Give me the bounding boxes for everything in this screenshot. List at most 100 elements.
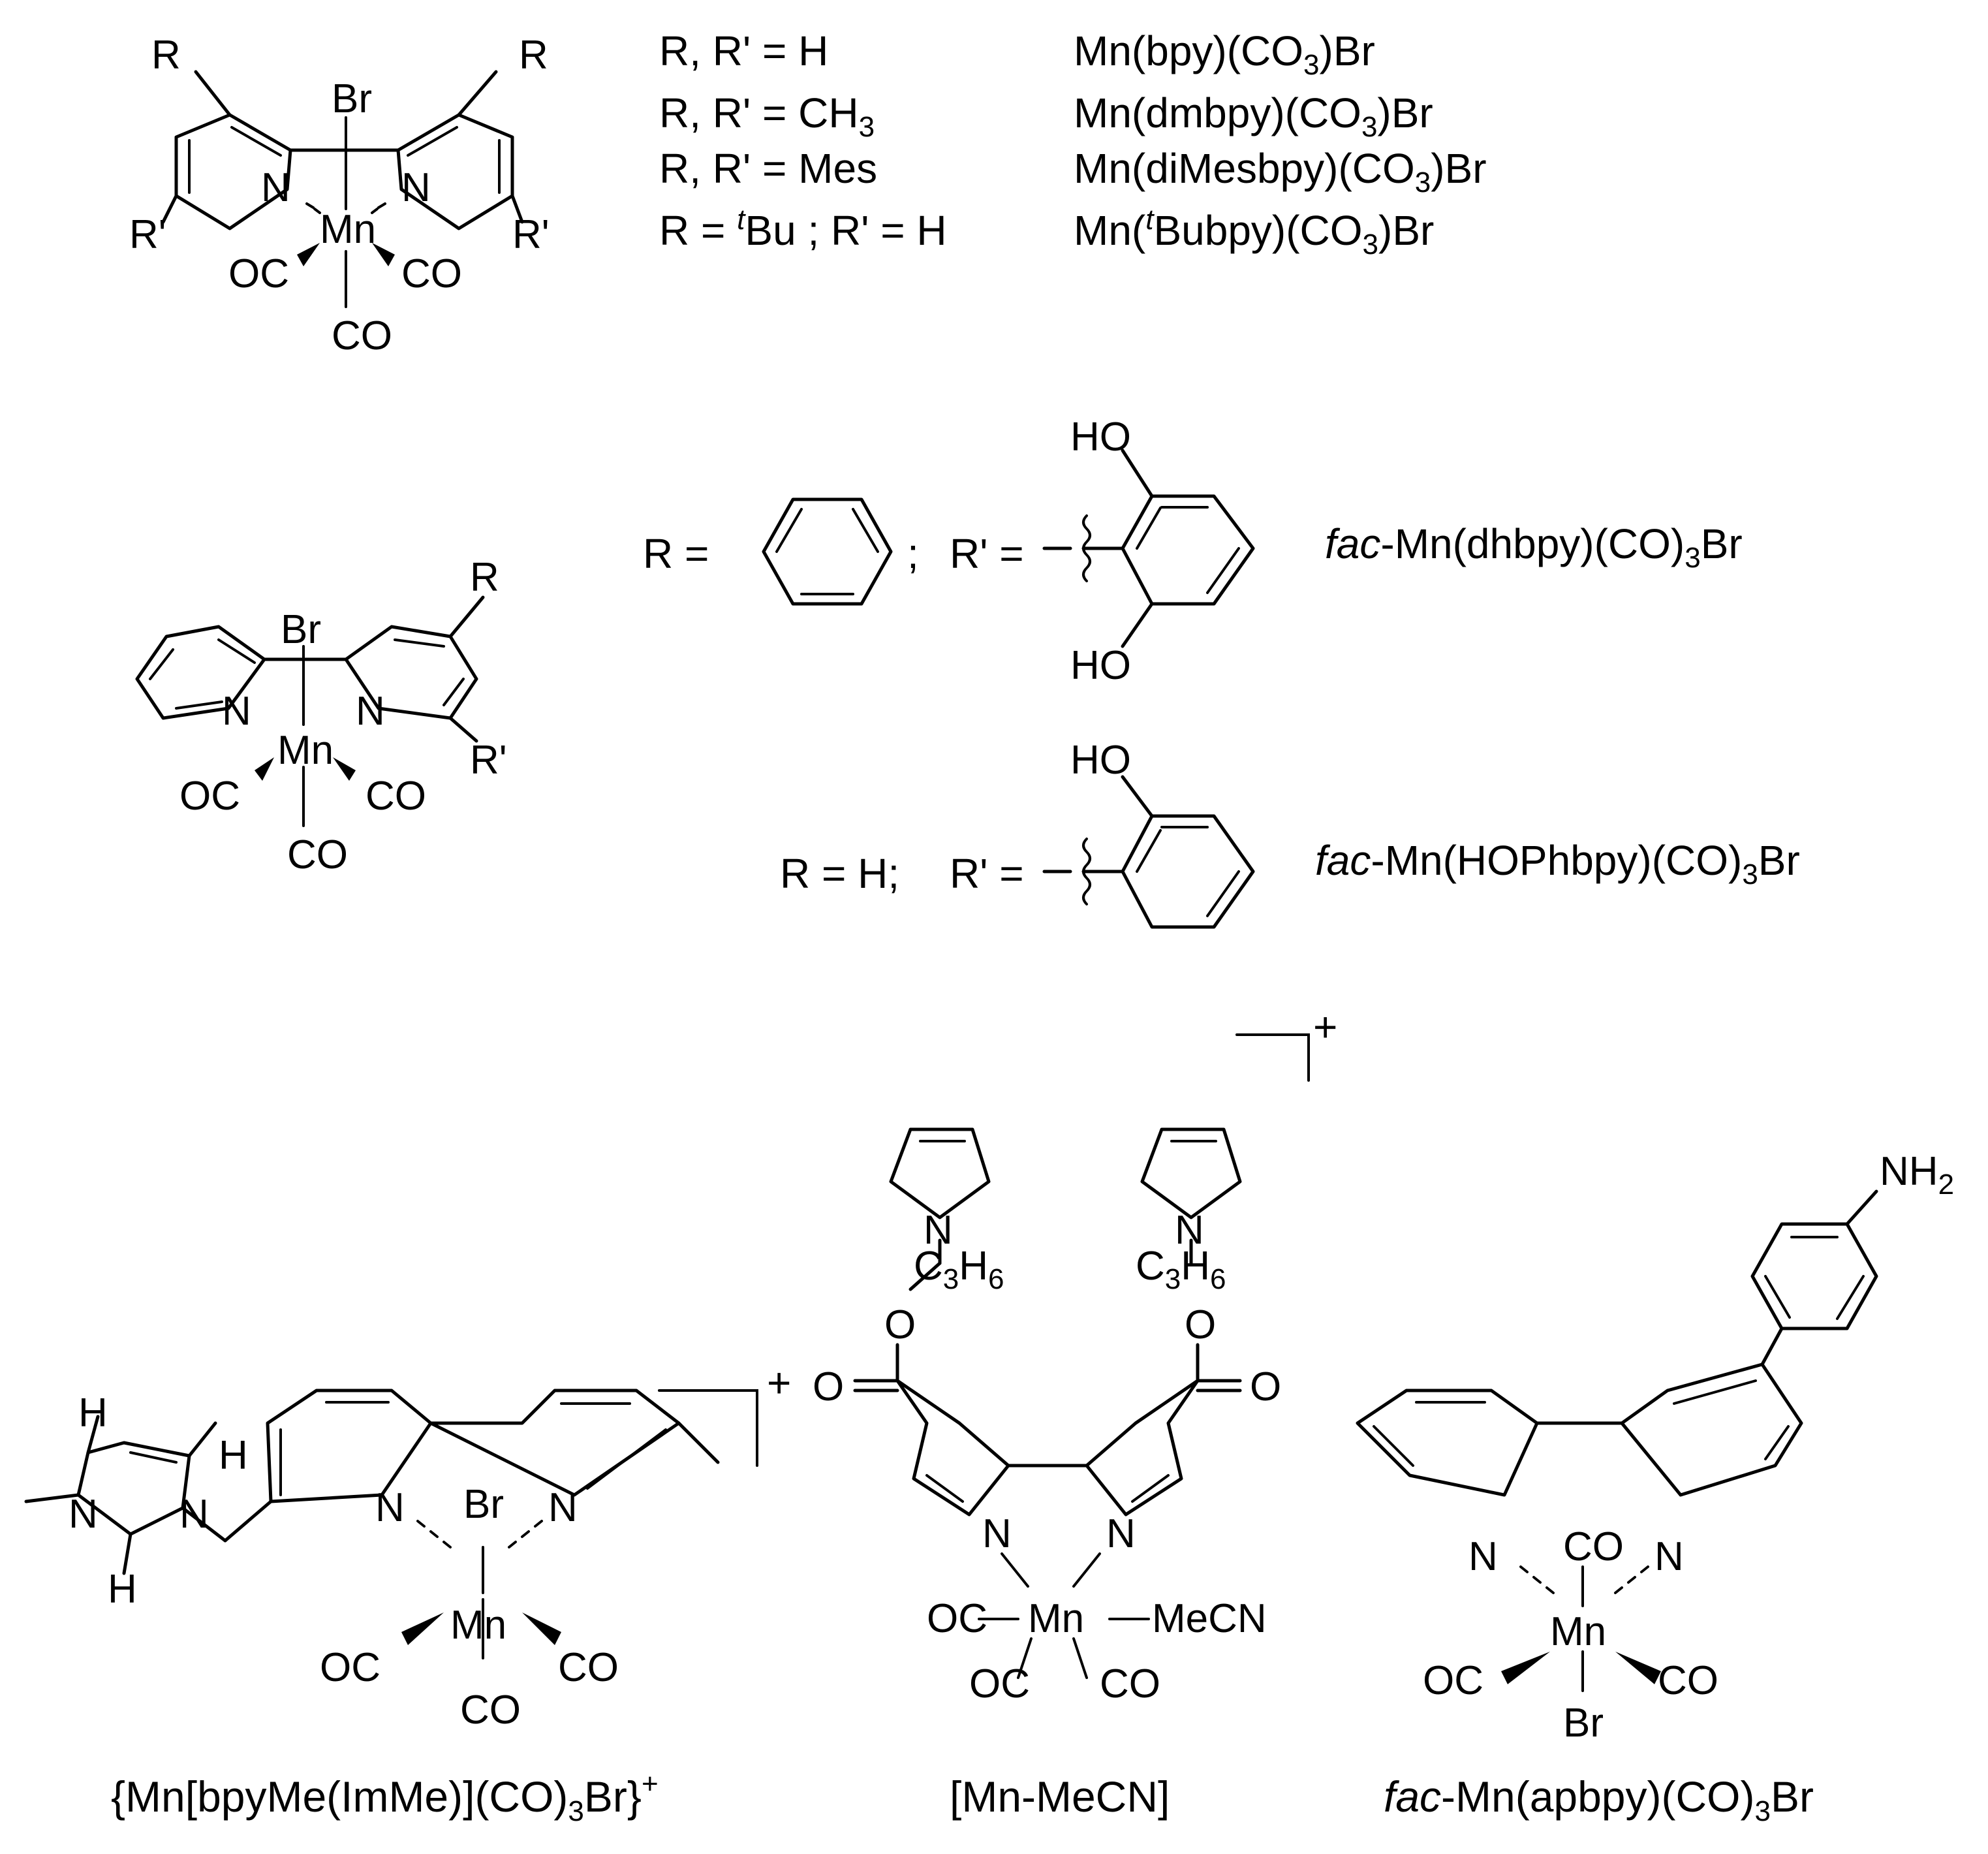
substituent-line-4: R = tBu ; R' = H xyxy=(659,204,947,254)
aminophenyl-ring xyxy=(1750,1222,1878,1330)
panel-b-structure: R Br N N R' Mn OC CO CO xyxy=(135,555,507,877)
imidazole-H-1: H xyxy=(78,1390,108,1436)
caption-apbpy: fac-Mn(apbpy)(CO)3Br xyxy=(1384,1772,1814,1827)
panel-c-middle-MeCN: MeCN xyxy=(1152,1596,1267,1641)
panel-c-left-OC: OC xyxy=(320,1645,381,1690)
panel-c-left-CO-bottom: CO xyxy=(460,1688,521,1733)
substituent-line-3: R, R' = Mes xyxy=(659,145,877,192)
panel-c-right-Br: Br xyxy=(1563,1701,1604,1746)
panel-b-OC: OC xyxy=(179,774,240,819)
panel-c-middle-Mn: Mn xyxy=(1028,1596,1084,1641)
amine-NH2: NH2 xyxy=(1880,1149,1954,1201)
panel-b-Mn: Mn xyxy=(277,728,334,773)
panel-c-left-Br: Br xyxy=(463,1482,504,1527)
panel-b-complex-name-1: fac-Mn(dhbpy)(CO)3Br xyxy=(1325,520,1743,574)
panel-c-right-N-right: N xyxy=(1654,1534,1684,1579)
substituent-line-2: R, R' = CH3 xyxy=(659,89,875,143)
pyrrole-N-left: N xyxy=(924,1208,953,1253)
panel-b-right-pyridine-ring xyxy=(344,625,478,720)
panel-b-CO-right: CO xyxy=(365,774,426,819)
panel-c-middle-OC: OC xyxy=(927,1596,987,1641)
panel-c-right-pyridine-1 xyxy=(1356,1389,1539,1497)
panel-b-r-h: R = H; xyxy=(780,850,899,897)
panel-a-Br: Br xyxy=(332,76,372,121)
panel-a-CO-right: CO xyxy=(401,251,462,296)
imidazole-H-2: H xyxy=(219,1433,248,1478)
panel-b-rp-eq-2: R' = xyxy=(950,850,1024,897)
panel-c-right-OC: OC xyxy=(1423,1658,1483,1703)
pyrrole-N-right: N xyxy=(1175,1208,1204,1253)
panel-c-left-N-1: N xyxy=(375,1485,405,1530)
panel-a-R-right: R xyxy=(519,33,548,78)
panel-b-CO-bottom: CO xyxy=(287,832,348,877)
panel-c-right-N-left: N xyxy=(1468,1534,1498,1579)
carbonyl-O-left: O xyxy=(813,1364,844,1409)
panel-b-HO-single: HO xyxy=(1070,738,1131,783)
panel-a-complex-names: Mn(bpy)(CO3)Br Mn(dmbpy)(CO3)Br Mn(diMes… xyxy=(1074,27,1487,260)
hydroxyphenyl-ring xyxy=(1121,814,1255,929)
panel-c-middle-plus: + xyxy=(1313,1003,1337,1050)
dihydroxyphenyl-ring xyxy=(1121,494,1255,606)
panel-a-substituent-list: R, R' = H R, R' = CH3 R, R' = Mes R = tB… xyxy=(659,27,947,254)
panel-c-middle-OC-bottom: OC xyxy=(969,1661,1030,1706)
panel-c-right-CO-right: CO xyxy=(1658,1658,1718,1703)
panel-c-middle-pyridine-1 xyxy=(895,1379,1010,1516)
propyl-right: C3H6 xyxy=(1136,1244,1226,1295)
panel-b-R: R xyxy=(470,555,499,600)
substituent-line-1: R, R' = H xyxy=(659,27,828,74)
panel-a-Rp-left: R' xyxy=(129,212,166,257)
panel-c-left-N-2: N xyxy=(548,1485,578,1530)
panel-c-right-hashed-bonds xyxy=(1519,1565,1649,1594)
imidazole-N-1: N xyxy=(69,1492,98,1537)
panel-b-Br: Br xyxy=(281,607,321,652)
panel-b-rp-eq-1: R' = xyxy=(950,530,1024,577)
panel-b-r-eq: R = xyxy=(643,530,709,577)
panel-b-HO-bottom: HO xyxy=(1070,643,1131,688)
panel-b-left-pyridine-ring xyxy=(135,625,266,720)
panel-a-wedge-bond-right xyxy=(372,243,395,266)
cation-bracket-mid xyxy=(1235,1033,1310,1082)
panel-b-complex-name-2: fac-Mn(HOPhbpy)(CO)3Br xyxy=(1315,837,1800,890)
panel-b-semicolon: ; xyxy=(907,530,919,577)
ester-O-right: O xyxy=(1185,1302,1216,1347)
panel-a-Mn: Mn xyxy=(320,207,376,252)
panel-c-middle-N-left: N xyxy=(982,1511,1012,1556)
panel-c-left-plus: + xyxy=(767,1359,791,1406)
panel-a-Rp-right: R' xyxy=(512,212,550,257)
panel-c-right-CO-top: CO xyxy=(1563,1524,1624,1569)
pyrrole-ring-left xyxy=(889,1127,991,1219)
ester-O-left: O xyxy=(884,1302,916,1347)
panel-a-hashed-bonds xyxy=(305,202,386,214)
panel-a-OC: OC xyxy=(228,251,289,296)
panel-c-left-pyridine-1 xyxy=(266,1389,433,1503)
panel-b-HO-top: HO xyxy=(1070,415,1131,460)
carbonyl-O-right: O xyxy=(1250,1364,1281,1409)
pyrrole-ring-right xyxy=(1140,1127,1242,1219)
panel-c-left-hashed-bonds xyxy=(416,1520,543,1548)
panel-c-middle-N-right: N xyxy=(1106,1511,1136,1556)
imidazole-H-3: H xyxy=(108,1567,137,1612)
panel-b-Rp: R' xyxy=(470,738,507,783)
panel-a-R-left: R xyxy=(151,33,181,78)
panel-a-structure: R R Br N N R' R' Mn OC CO CO xyxy=(129,33,550,358)
panel-b-substituents-2: HO R = H; R' = fac-Mn(HOPhbpy)(CO)3Br xyxy=(780,738,1800,929)
panel-c-left-structure: H H N N H N N Br Mn OC CO CO + xyxy=(24,1359,791,1733)
caption-Mn-MeCN: [Mn-MeCN] xyxy=(950,1772,1170,1821)
caption-bpyMe-ImMe: {Mn[bpyMe(ImMe)](CO)3Br}+ xyxy=(111,1768,659,1827)
panel-c-right-pyridine-2 xyxy=(1620,1362,1803,1497)
cation-bracket-left xyxy=(658,1389,758,1467)
complex-name-4: Mn(tBubpy)(CO3)Br xyxy=(1074,204,1434,260)
panel-c-left-pyridine-2 xyxy=(429,1389,681,1497)
panel-c-left-CO-right: CO xyxy=(558,1645,619,1690)
panel-c-right-structure: NH2 N N CO Mn OC CO Br xyxy=(1356,1149,1954,1746)
complex-name-1: Mn(bpy)(CO3)Br xyxy=(1074,27,1375,81)
benzene-ring xyxy=(762,497,893,606)
panel-c-middle-CO-bottom: CO xyxy=(1100,1661,1160,1706)
panel-b-substituents-1: R = ; R' = HO HO fac-Mn(dhbpy)(CO)3Br xyxy=(643,415,1743,688)
complex-name-2: Mn(dmbpy)(CO3)Br xyxy=(1074,89,1433,143)
panel-a-N-left: N xyxy=(261,165,290,210)
panel-a-CO-bottom: CO xyxy=(332,313,392,358)
panel-a-wedge-bond-left xyxy=(297,243,320,266)
complex-name-3: Mn(diMesbpy)(CO3)Br xyxy=(1074,145,1487,198)
